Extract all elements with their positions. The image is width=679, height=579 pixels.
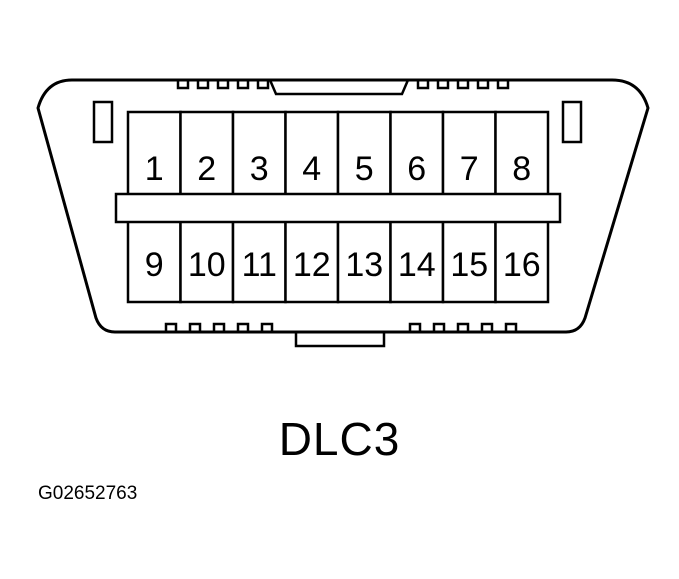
pin-cell — [494, 110, 550, 198]
pin-number: 7 — [460, 150, 479, 188]
pin-number: 11 — [242, 246, 277, 284]
right-latch-tab — [561, 100, 583, 144]
connector-housing — [36, 78, 650, 334]
pin-number: 16 — [503, 246, 541, 284]
pin-number: 2 — [197, 150, 216, 188]
pin-cell — [231, 218, 287, 304]
pin-cell — [389, 110, 445, 198]
bottom-notch-edge — [164, 322, 518, 348]
pin-number: 12 — [293, 246, 331, 284]
pin-cell — [179, 218, 235, 304]
pin-cell — [441, 110, 497, 198]
center-divider — [114, 192, 562, 224]
pin-cell — [336, 110, 392, 198]
pin-number: 13 — [345, 246, 383, 284]
top-notch-edge — [176, 79, 510, 96]
pin-number: 1 — [145, 150, 164, 188]
pin-number: 10 — [188, 246, 226, 284]
pin-number: 9 — [145, 246, 164, 284]
pin-number: 6 — [407, 150, 426, 188]
left-latch-tab — [92, 100, 114, 144]
pin-number: 4 — [302, 150, 321, 188]
connector-caption: DLC3 — [278, 413, 401, 465]
pin-cell — [336, 218, 392, 304]
pin-cell — [126, 218, 182, 304]
figure-id: G02652763 — [38, 483, 138, 504]
pin-number: 8 — [512, 150, 531, 188]
pin-number: 15 — [450, 246, 488, 284]
pin-number: 14 — [398, 246, 436, 284]
pin-number: 3 — [250, 150, 269, 188]
pin-number: 5 — [355, 150, 374, 188]
